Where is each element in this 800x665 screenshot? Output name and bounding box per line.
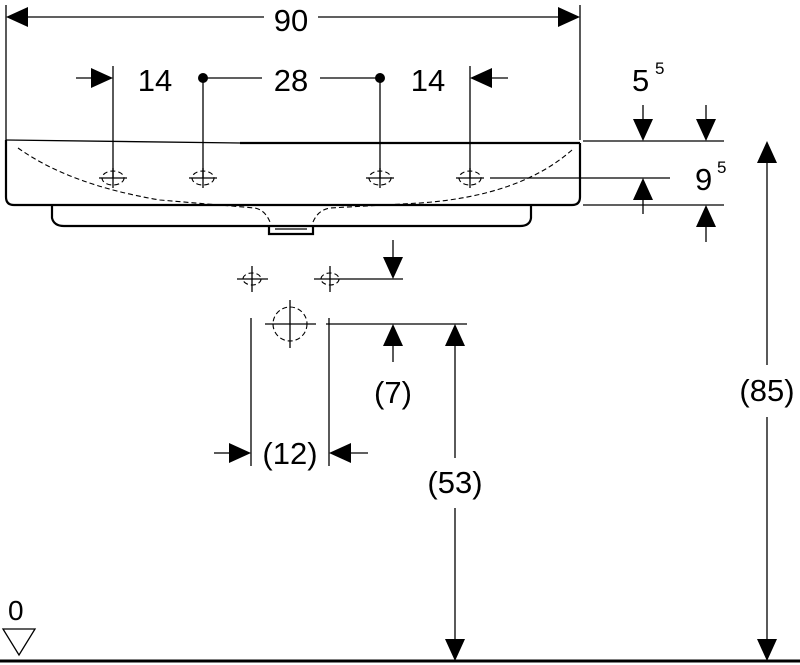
waste-height-dimension: (53) (427, 324, 483, 661)
waste-spacing-dimension: (12) (214, 436, 368, 471)
tap-spacing-label: 28 (274, 63, 308, 98)
tap-hole-icon (99, 168, 127, 188)
waste-outlet-icon (265, 300, 316, 348)
tap-offset-right-label: 14 (411, 63, 445, 98)
tap-hole-icon (366, 168, 394, 188)
rim-thickness-sup: 5 (655, 59, 664, 78)
tap-hole-icon (456, 168, 484, 188)
tap-hole-depth-sup: 5 (717, 158, 726, 177)
tap-hole-icon (189, 168, 217, 188)
fixing-point-icon (314, 266, 403, 292)
overall-width-dimension: 90 (5, 3, 581, 140)
floor-level-label: 0 (8, 595, 24, 626)
overall-width-label: 90 (274, 3, 308, 38)
floor-reference: 0 (0, 595, 800, 663)
rim-dimensions: 5 5 9 5 (490, 59, 726, 242)
waste-drop-dimension: (7) (374, 240, 412, 410)
waste-spacing-label: (12) (262, 436, 317, 471)
waste-height-label: (53) (427, 465, 482, 500)
fixing-point-icon (237, 266, 268, 292)
tap-hole-depth-label: 9 (695, 162, 712, 197)
tap-offset-left-label: 14 (138, 63, 172, 98)
waste-drop-label: (7) (374, 375, 412, 410)
rim-thickness-label: 5 (632, 63, 649, 98)
tap-hole-spacing-dimension: 14 28 14 (76, 63, 508, 178)
total-height-dimension: (85) (739, 141, 795, 661)
waste-fixing-symbols (237, 266, 467, 466)
basin-profile (4, 139, 582, 236)
tap-hole-symbols (99, 168, 484, 188)
total-height-label: (85) (739, 373, 794, 408)
